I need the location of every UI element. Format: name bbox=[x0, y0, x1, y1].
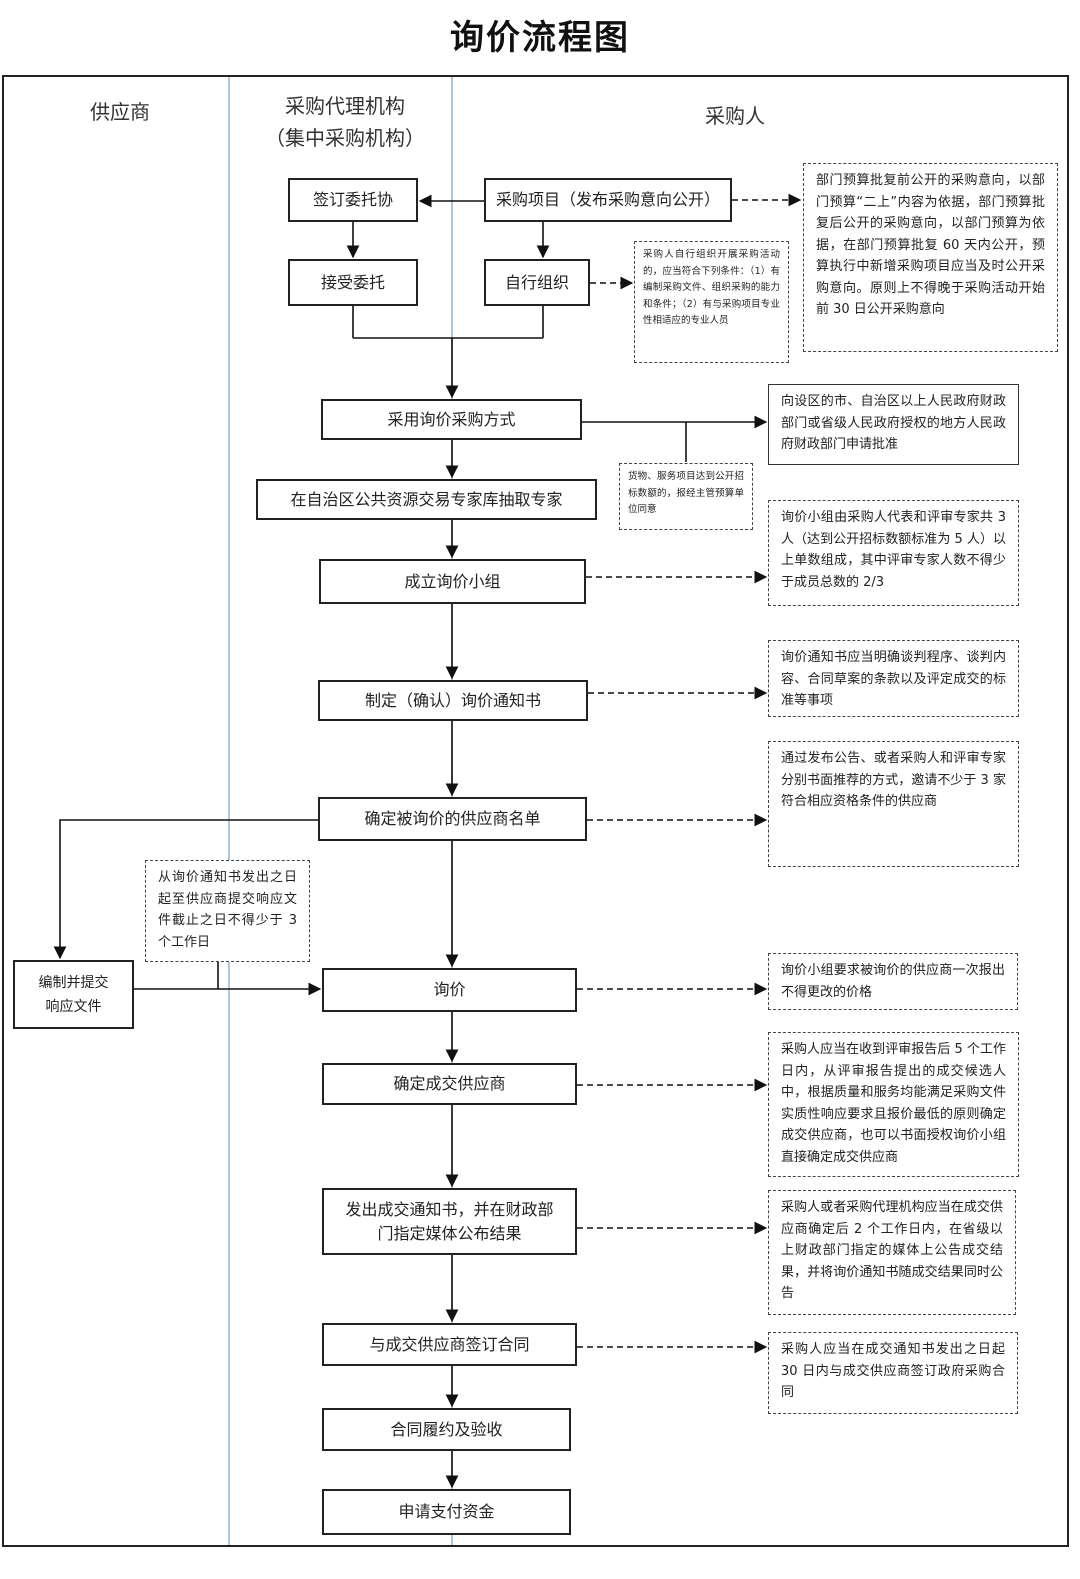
page-title: 询价流程图 bbox=[450, 18, 630, 58]
step-issue-line2: 门指定媒体公布结果 bbox=[377, 1223, 522, 1243]
lane-supplier-label: 供应商 bbox=[90, 100, 150, 124]
note-self: 采购人自行组织开展采购活动的，应当符合下列条件：（1）有编制采购文件、组织采购的… bbox=[634, 241, 789, 363]
step-self-org: 自行组织 bbox=[484, 259, 590, 306]
step-issue: 发出成交通知书，并在财政部 门指定媒体公布结果 bbox=[322, 1188, 577, 1255]
step-list: 确定被询价的供应商名单 bbox=[318, 797, 587, 841]
lane-agency-label-line1: 采购代理机构 bbox=[285, 94, 405, 118]
lane-agency-label-line2: （集中采购机构） bbox=[265, 126, 425, 150]
note-issue: 采购人或者采购代理机构应当在成交供应商确定后 2 个工作日内，在省级以上财政部门… bbox=[768, 1190, 1016, 1315]
lane-purchaser-label: 采购人 bbox=[705, 104, 765, 128]
arrow-list-to-prepare bbox=[53, 819, 318, 960]
step-sign-entrust: 签订委托协 bbox=[288, 178, 418, 222]
diagram-frame bbox=[2, 75, 1069, 1547]
step-method: 采用询价采购方式 bbox=[321, 399, 582, 440]
note-inquiry: 询价小组要求被询价的供应商一次报出不得更改的价格 bbox=[768, 953, 1018, 1010]
step-experts: 在自治区公共资源交易专家库抽取专家 bbox=[256, 479, 597, 520]
note-list: 通过发布公告、或者采购人和评审专家分别书面推荐的方式，邀请不少于 3 家符合相应… bbox=[768, 741, 1019, 867]
step-project: 采购项目（发布采购意向公开） bbox=[484, 178, 732, 222]
step-determine: 确定成交供应商 bbox=[322, 1063, 577, 1105]
step-issue-line1: 发出成交通知书，并在财政部 bbox=[345, 1199, 554, 1219]
note-determine: 采购人应当在收到评审报告后 5 个工作日内，从评审报告提出的成交候选人中，根据质… bbox=[768, 1032, 1019, 1177]
step-accept-entrust: 接受委托 bbox=[288, 259, 418, 306]
step-prepare-line2: 响应文件 bbox=[45, 998, 102, 1015]
note-contract: 采购人应当在成交通知书发出之日起 30 日内与成交供应商签订政府采购合同 bbox=[768, 1332, 1018, 1414]
note-intent: 部门预算批复前公开的采购意向，以部门预算“二上”内容为依据，部门预算批复后公开的… bbox=[803, 163, 1058, 352]
step-payment: 申请支付资金 bbox=[322, 1489, 571, 1535]
step-group: 成立询价小组 bbox=[319, 559, 586, 604]
note-days: 从询价通知书发出之日起至供应商提交响应文件截止之日不得少于 3 个工作日 bbox=[145, 860, 310, 962]
step-prepare-line1: 编制并提交 bbox=[38, 974, 109, 991]
step-perform: 合同履约及验收 bbox=[322, 1408, 571, 1451]
step-notice: 制定（确认）询价通知书 bbox=[318, 680, 588, 721]
note-notice: 询价通知书应当明确谈判程序、谈判内容、合同草案的条款以及评定成交的标准等事项 bbox=[768, 640, 1019, 717]
note-approval: 向设区的市、自治区以上人民政府财政部门或省级人民政府授权的地方人民政府财政部门申… bbox=[768, 384, 1019, 465]
step-prepare: 编制并提交 响应文件 bbox=[13, 960, 134, 1029]
step-inquiry: 询价 bbox=[322, 968, 577, 1012]
note-goods: 货物、服务项目达到公开招标数额的，报经主管预算单位同意 bbox=[619, 463, 753, 530]
step-contract: 与成交供应商签订合同 bbox=[322, 1323, 577, 1366]
lane-agency-label: 采购代理机构 （集中采购机构） bbox=[250, 90, 440, 154]
note-group: 询价小组由采购人代表和评审专家共 3 人（达到公开招标数额标准为 5 人）以上单… bbox=[768, 500, 1019, 606]
